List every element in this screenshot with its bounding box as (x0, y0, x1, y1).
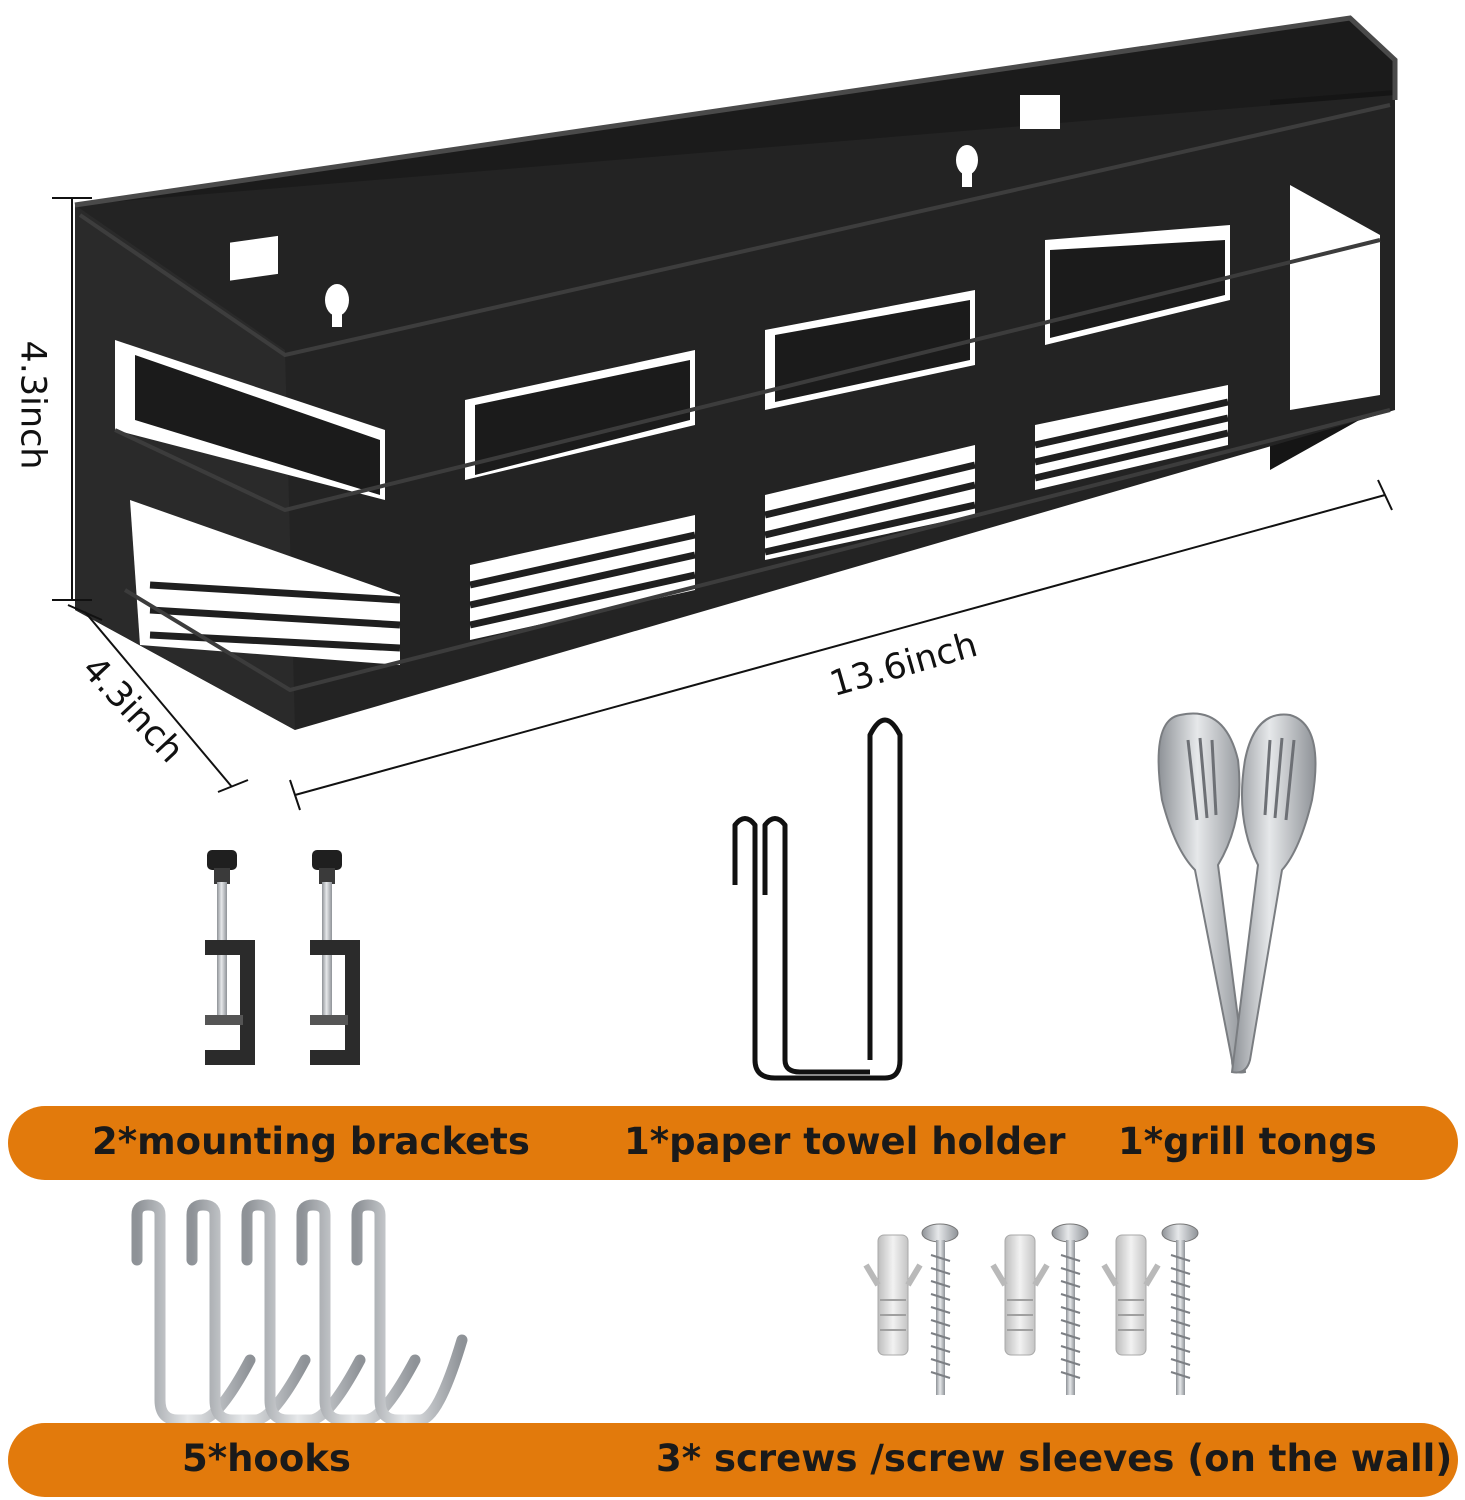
height-label: 4.3inch (12, 340, 53, 470)
grill-tongs-icon (1157, 712, 1317, 1074)
height-dimension-line (52, 197, 92, 601)
length-dimension-line (289, 479, 1393, 811)
hook-icon (131, 1199, 468, 1426)
mounting-bracket-icon (205, 850, 360, 1065)
screw-icon (921, 1223, 1199, 1395)
paper-towel-holder-label: 1*paper towel holder (624, 1120, 1066, 1163)
screw-sleeve-icon (863, 1234, 1161, 1356)
mounting-brackets-label: 2*mounting brackets (92, 1120, 530, 1163)
grill-tongs-label: 1*grill tongs (1118, 1120, 1377, 1163)
spice-basket (74, 15, 1398, 730)
accessories-banner-1: 2*mounting brackets 1*paper towel holder… (8, 1106, 1458, 1180)
screws-label: 3* screws /screw sleeves (on the wall) (656, 1437, 1453, 1480)
depth-dimension-line (67, 604, 249, 793)
hooks-label: 5*hooks (182, 1437, 351, 1480)
accessories-banner-2: 5*hooks 3* screws /screw sleeves (on the… (8, 1423, 1458, 1497)
paper-towel-holder-icon (732, 717, 903, 1081)
